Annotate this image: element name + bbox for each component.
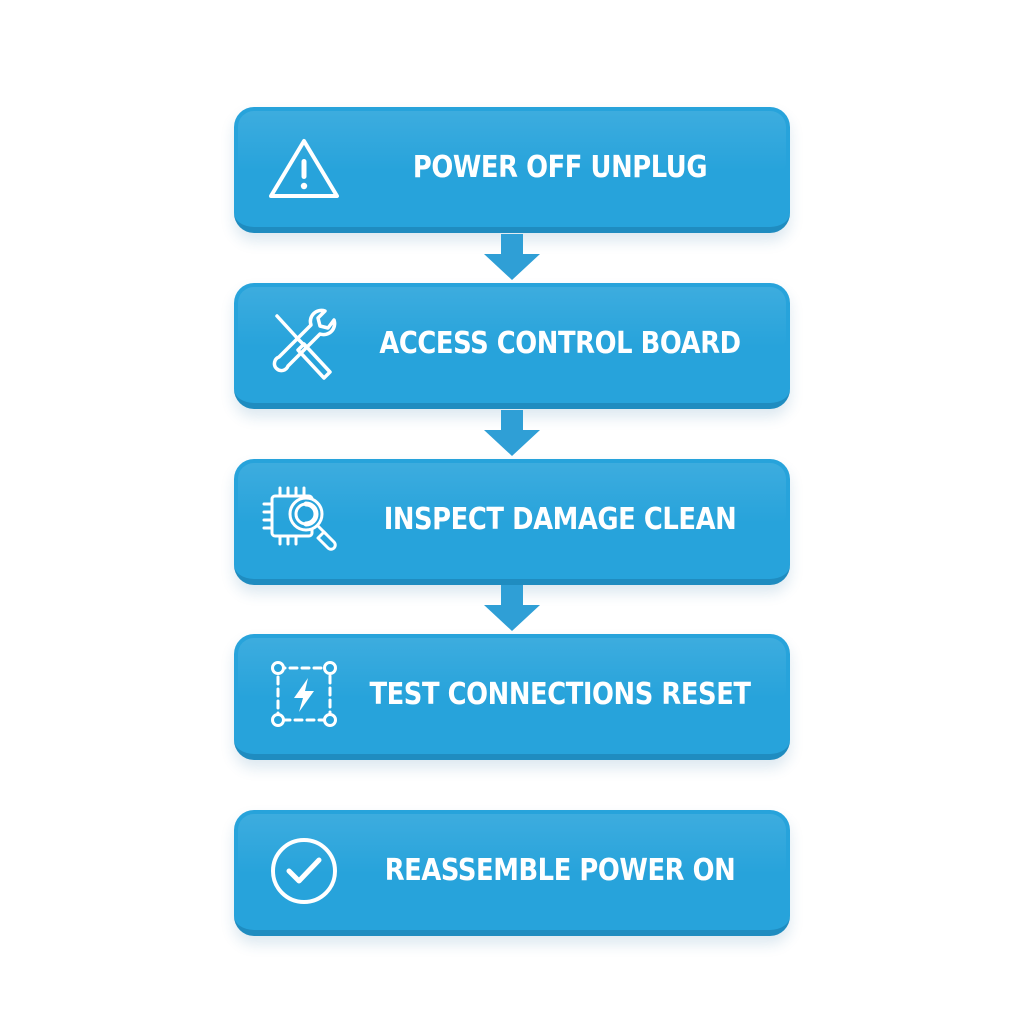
- step-label: INSPECT DAMAGE CLEAN: [383, 501, 737, 537]
- warning-triangle-icon: [262, 129, 346, 207]
- check-circle-icon: [262, 832, 346, 910]
- connection-lightning-icon: [262, 656, 346, 734]
- connector-arrow: [484, 234, 540, 280]
- step-test-connections-reset: TEST CONNECTIONS RESET: [234, 634, 790, 760]
- step-power-off-unplug: POWER OFF UNPLUG: [234, 107, 790, 233]
- step-access-control-board: ACCESS CONTROL BOARD: [234, 283, 790, 409]
- step-label: TEST CONNECTIONS RESET: [369, 676, 751, 712]
- step-inspect-damage-clean: INSPECT DAMAGE CLEAN: [234, 459, 790, 585]
- tools-wrench-screwdriver-icon: [262, 305, 346, 383]
- step-label: ACCESS CONTROL BOARD: [379, 325, 741, 361]
- step-reassemble-power-on: REASSEMBLE POWER ON: [234, 810, 790, 936]
- step-label: REASSEMBLE POWER ON: [384, 852, 736, 888]
- connector-arrow: [484, 410, 540, 456]
- step-label: POWER OFF UNPLUG: [412, 149, 708, 185]
- connector-arrow: [484, 585, 540, 631]
- circuit-magnifier-icon: [262, 481, 346, 559]
